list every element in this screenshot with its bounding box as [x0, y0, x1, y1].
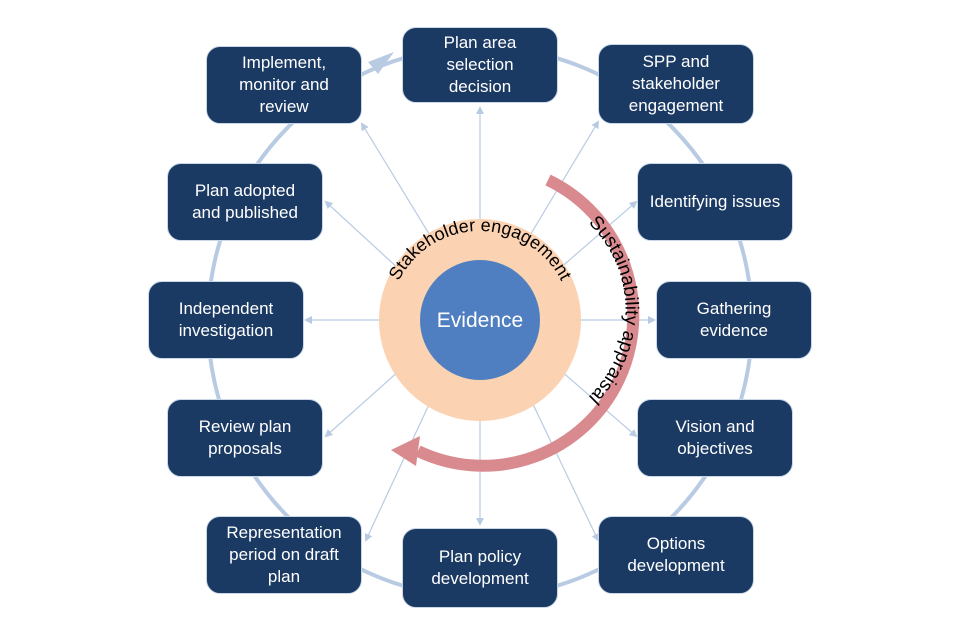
node-identifying-issues: Identifying issues: [637, 163, 793, 241]
sustainability-appraisal-text: Sustainability appraisal: [585, 212, 642, 409]
cycle-arrowhead: [368, 52, 394, 74]
node-options-development: Options development: [598, 516, 754, 594]
node-review-plan-proposals: Review plan proposals: [167, 399, 323, 477]
node-independent-investigation: Independent investigation: [148, 281, 304, 359]
spoke-arrow: [529, 397, 600, 542]
spoke-arrow: [360, 122, 435, 243]
spoke-arrow: [557, 200, 638, 271]
spoke-arrow: [324, 369, 401, 438]
evidence-core: [420, 260, 540, 380]
sustainability-appraisal-label: Sustainability appraisal: [585, 212, 642, 409]
spoke-arrow: [364, 397, 433, 542]
node-gathering-evidence: Gathering evidence: [656, 281, 812, 359]
evidence-label: Evidence: [437, 309, 523, 332]
spoke-arrow: [324, 200, 401, 271]
node-plan-policy-development: Plan policy development: [402, 528, 558, 608]
node-implement-monitor-and-review: Implement, monitor and review: [206, 46, 362, 124]
sustainability-appraisal-arc: [415, 174, 640, 472]
sustainability-appraisal-arrowhead: [391, 436, 420, 466]
node-plan-area-selection-decision: Plan area selection decision: [402, 27, 558, 103]
node-vision-and-objectives: Vision and objectives: [637, 399, 793, 477]
node-plan-adopted-and-published: Plan adopted and published: [167, 163, 323, 241]
node-representation-period-on-draft-plan: Representation period on draft plan: [206, 516, 362, 594]
spoke-arrows: [304, 106, 656, 542]
node-spp-and-stakeholder-engagement: SPP and stakeholder engagement: [598, 44, 754, 124]
